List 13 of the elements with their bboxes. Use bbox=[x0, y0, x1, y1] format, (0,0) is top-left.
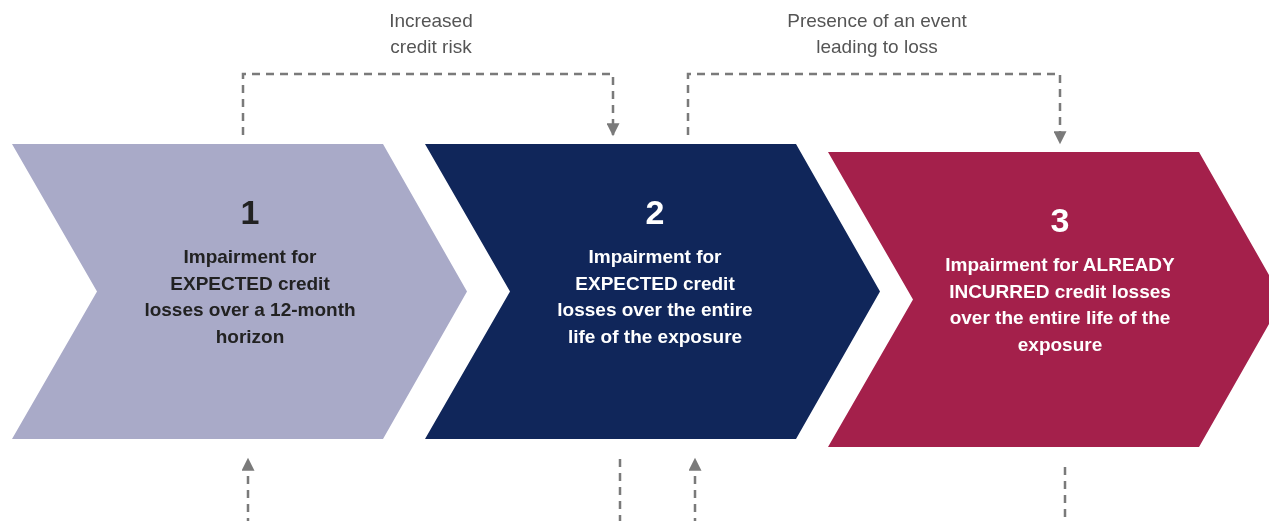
step-description: Impairment for EXPECTED credit losses over the entire life of the exposure bbox=[556, 245, 754, 349]
dashed-arrow bbox=[241, 457, 255, 521]
chevron-shape bbox=[425, 144, 880, 439]
dashed-arrow bbox=[688, 457, 702, 521]
chevron-shape bbox=[12, 144, 467, 439]
step-number: 1 bbox=[240, 194, 260, 230]
step-description: Impairment for ALREADY INCURRED credit losses over the entire life of the exposure bbox=[944, 253, 1176, 357]
step-description: Impairment for EXPECTED credit losses over a 12-month horizon bbox=[143, 245, 357, 349]
chevron-shape bbox=[828, 152, 1269, 447]
dashed-arrow bbox=[686, 72, 1067, 145]
step-number: 2 bbox=[645, 194, 665, 230]
dashed-arrow bbox=[241, 72, 620, 137]
step-number: 3 bbox=[1050, 202, 1070, 238]
